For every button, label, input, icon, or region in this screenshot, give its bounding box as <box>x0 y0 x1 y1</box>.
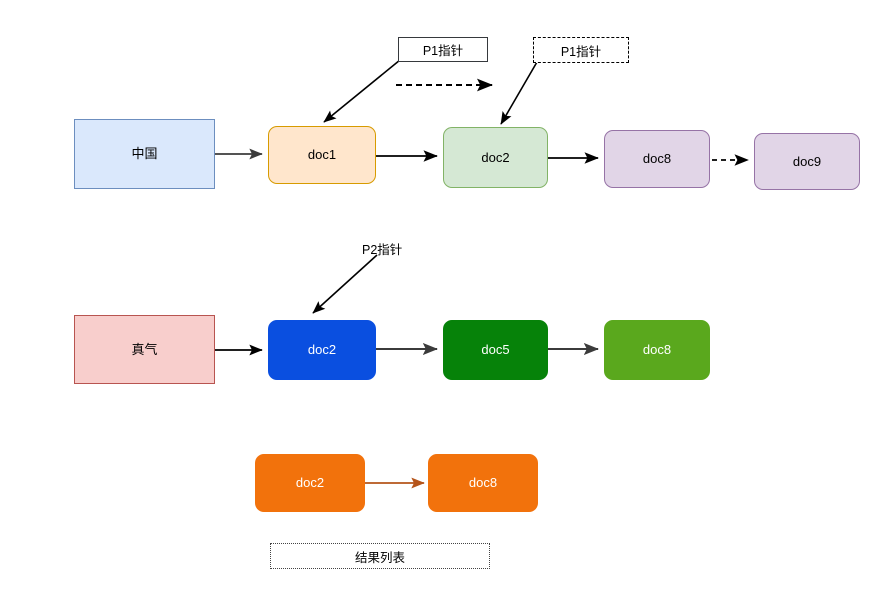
node-label: doc1 <box>307 147 337 163</box>
node-label: doc8 <box>468 475 498 491</box>
node-label: doc8 <box>642 151 672 167</box>
annotation-label: P1指针 <box>422 44 464 58</box>
node-result-doc8[interactable]: doc8 <box>428 454 538 512</box>
edge-p1dashed-to-doc2 <box>500 61 538 125</box>
node-label: 中国 <box>131 146 158 162</box>
node-label: doc8 <box>642 342 672 358</box>
node-label: doc2 <box>307 342 337 358</box>
annotation-p2-pointer: P2指针 <box>362 239 402 258</box>
node-row2-doc2[interactable]: doc2 <box>268 320 376 380</box>
annotation-p1-pointer-dashed[interactable]: P1指针 <box>533 37 629 63</box>
node-label: doc2 <box>295 475 325 491</box>
node-label: 真气 <box>131 341 158 357</box>
annotation-result-list-caption[interactable]: 结果列表 <box>270 543 490 569</box>
annotation-label: P2指针 <box>362 243 403 257</box>
annotation-label: P1指针 <box>560 44 602 59</box>
node-row1-doc2[interactable]: doc2 <box>443 127 548 188</box>
edge-p1solid-to-doc1 <box>323 59 401 123</box>
node-row1-doc8[interactable]: doc8 <box>604 130 710 188</box>
annotation-label: 结果列表 <box>354 550 405 565</box>
node-row1-doc9[interactable]: doc9 <box>754 133 860 190</box>
node-term-china[interactable]: 中国 <box>74 119 215 189</box>
edge-p2-to-row2doc2 <box>312 254 378 314</box>
node-label: doc9 <box>792 153 822 169</box>
node-term-zhenqi[interactable]: 真气 <box>74 315 215 384</box>
node-row1-doc1[interactable]: doc1 <box>268 126 376 184</box>
node-row2-doc8[interactable]: doc8 <box>604 320 710 380</box>
node-row2-doc5[interactable]: doc5 <box>443 320 548 380</box>
annotation-p1-pointer-solid[interactable]: P1指针 <box>398 37 488 62</box>
node-result-doc2[interactable]: doc2 <box>255 454 365 512</box>
node-label: doc5 <box>481 342 510 358</box>
node-label: doc2 <box>481 149 510 165</box>
